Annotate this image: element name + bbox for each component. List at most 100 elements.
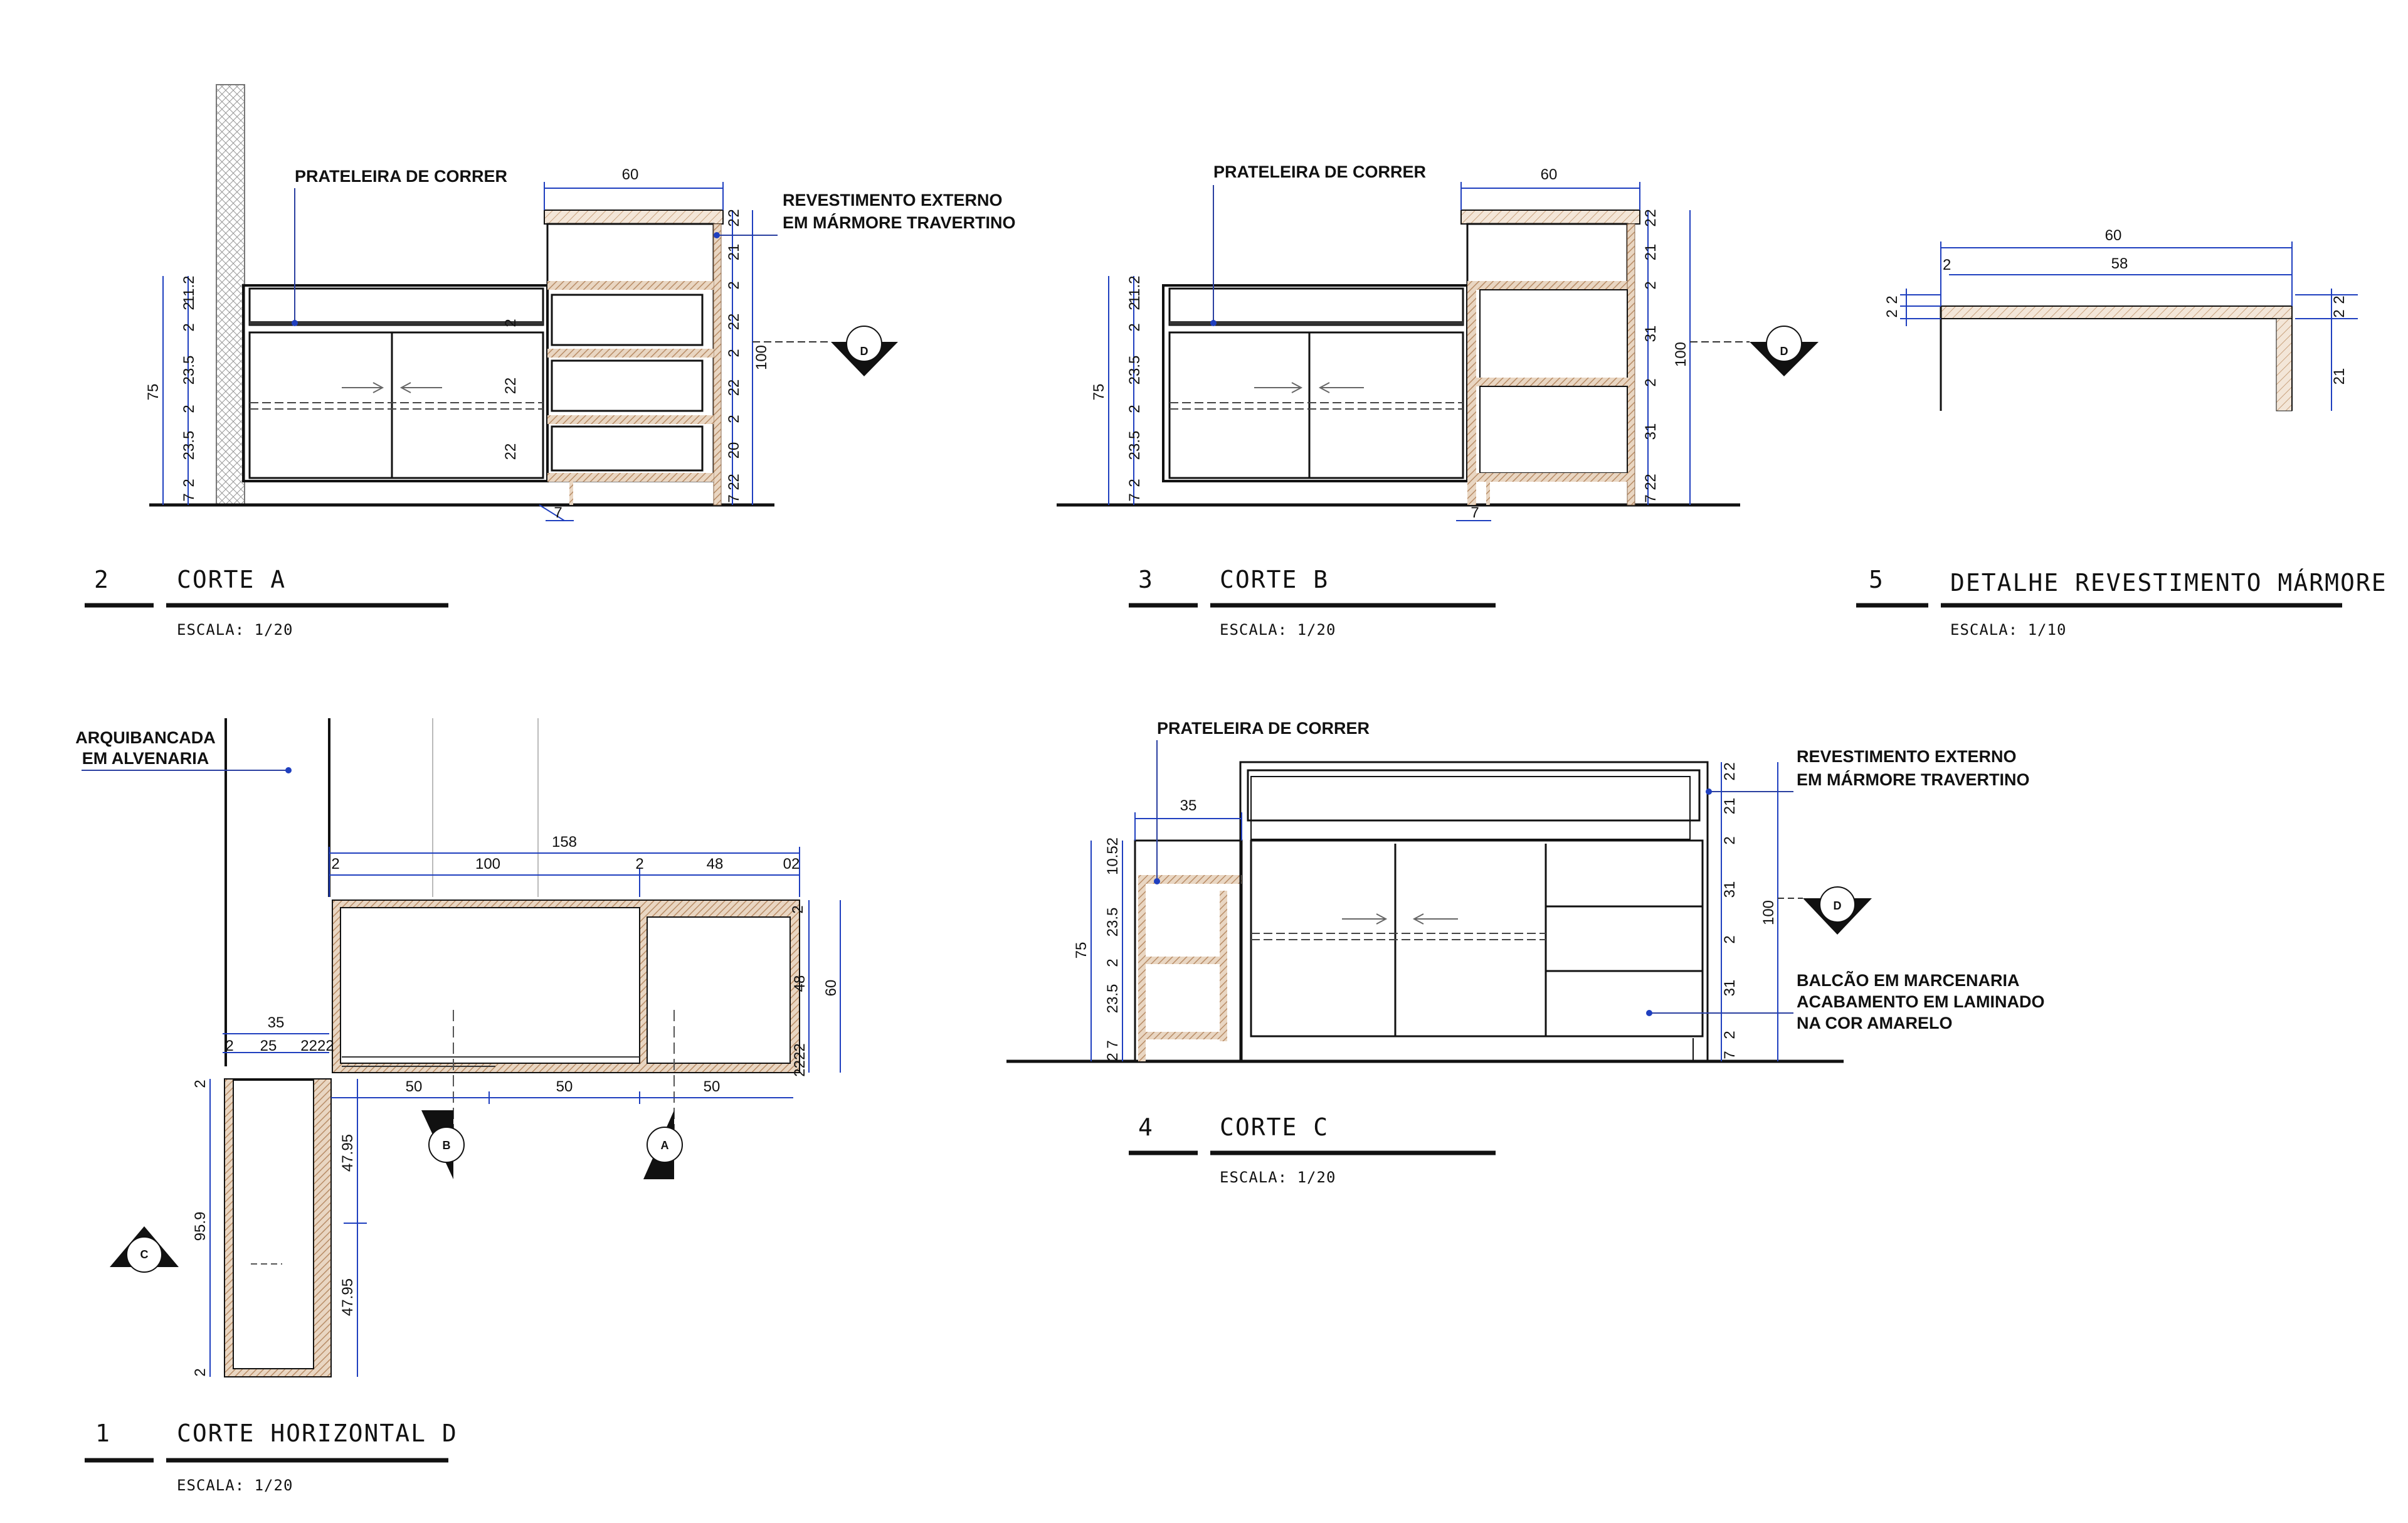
leader-dot-icon <box>1646 1010 1652 1016</box>
svg-text:2: 2 <box>726 209 742 217</box>
svg-text:50: 50 <box>406 1078 423 1095</box>
leader-dot-icon <box>1210 320 1217 326</box>
svg-text:50: 50 <box>704 1078 721 1095</box>
svg-text:2: 2 <box>1126 323 1143 331</box>
svg-text:2: 2 <box>181 405 198 413</box>
svg-text:21: 21 <box>726 244 742 261</box>
svg-text:31: 31 <box>1642 326 1659 342</box>
svg-text:D: D <box>1834 899 1842 912</box>
drawing-number: 4 <box>1138 1113 1153 1141</box>
dim-height-right: 100 <box>1672 342 1689 367</box>
svg-text:D: D <box>860 345 869 358</box>
svg-text:2: 2 <box>1721 772 1738 780</box>
dims-right-corte-c: 2 2 21 2 31 2 31 2 7 <box>1721 762 1738 1059</box>
dim-width-top: 60 <box>622 166 639 183</box>
svg-text:2: 2 <box>502 319 519 327</box>
drawing-scale: ESCALA: 1/20 <box>177 1477 293 1494</box>
svg-text:35: 35 <box>268 1014 285 1031</box>
drawing-number: 3 <box>1138 566 1153 593</box>
svg-text:2: 2 <box>1126 405 1143 413</box>
svg-text:21: 21 <box>2331 368 2348 385</box>
section-cut-marker-icon: D <box>1690 326 1819 376</box>
section-cut-marker-icon: D <box>1778 886 1872 935</box>
drawing-title: CORTE B <box>1220 566 1329 593</box>
svg-text:2: 2 <box>1721 1031 1738 1039</box>
svg-text:2222: 2222 <box>300 1037 334 1054</box>
svg-text:2: 2 <box>1642 482 1659 490</box>
dim-foot: 7 <box>1471 504 1479 521</box>
svg-text:23.5: 23.5 <box>1104 908 1121 937</box>
svg-text:20: 20 <box>726 442 742 459</box>
svg-text:2: 2 <box>2331 295 2348 304</box>
svg-text:22: 22 <box>502 378 519 395</box>
svg-text:2: 2 <box>1721 836 1738 844</box>
corte-c-drawing: PRATELEIRA DE CORRER REVESTIMENTO EXTERN… <box>1006 719 2044 1186</box>
svg-text:21: 21 <box>1721 798 1738 815</box>
dim-foot: 7 <box>554 504 562 521</box>
sliding-shelf <box>248 287 544 326</box>
svg-text:11.2: 11.2 <box>181 276 198 304</box>
leader-dot-icon <box>285 767 292 773</box>
svg-text:7: 7 <box>1104 1040 1121 1048</box>
dims-right-corte-a: 2 2 21 2 22 2 22 2 20 2 2 7 <box>726 209 742 502</box>
note-prateleira: PRATELEIRA DE CORRER <box>295 167 507 186</box>
svg-text:2: 2 <box>2331 309 2348 317</box>
svg-text:2: 2 <box>1126 302 1143 310</box>
svg-text:2: 2 <box>1126 479 1143 487</box>
masonry-wall <box>216 84 245 506</box>
note-revestimento-2: EM MÁRMORE TRAVERTINO <box>783 213 1016 232</box>
section-cut-marker-icon: D <box>752 326 898 376</box>
svg-text:2: 2 <box>331 856 339 873</box>
svg-text:7: 7 <box>1642 494 1659 502</box>
svg-text:11.2: 11.2 <box>1126 276 1143 304</box>
svg-text:2222: 2222 <box>791 1043 808 1076</box>
svg-text:2: 2 <box>1721 762 1738 770</box>
dim-width-top: 60 <box>1541 166 1558 183</box>
svg-text:2: 2 <box>1642 209 1659 217</box>
svg-text:50: 50 <box>556 1078 573 1095</box>
drawing-number: 1 <box>95 1420 110 1447</box>
svg-text:2: 2 <box>1721 935 1738 943</box>
svg-text:D: D <box>1780 345 1788 358</box>
drawing-title: CORTE A <box>177 566 286 593</box>
corte-a-drawing: PRATELEIRA DE CORRER REVESTIMENTO EXTERN… <box>85 84 1016 639</box>
dim-top: 35 <box>1180 797 1197 814</box>
note-revestimento-2: EM MÁRMORE TRAVERTINO <box>1797 770 2030 789</box>
svg-text:10.52: 10.52 <box>1104 837 1121 875</box>
detalhe-revestimento-drawing: 60 58 2 2 2 2 2 21 5 DETALHE REVESTIMENT… <box>1856 227 2386 639</box>
svg-text:21: 21 <box>1642 244 1659 261</box>
drawing-scale: ESCALA: 1/20 <box>1220 1169 1336 1186</box>
note-prateleira: PRATELEIRA DE CORRER <box>1157 719 1370 738</box>
note-arquibancada-1: ARQUIBANCADA <box>75 728 216 747</box>
svg-text:23.5: 23.5 <box>1126 356 1143 385</box>
svg-text:2: 2 <box>635 856 643 873</box>
dims-left-corte-a: 11.2 2 2 23.5 2 23.5 2 7 <box>181 276 198 502</box>
note-revestimento-1: REVESTIMENTO EXTERNO <box>783 191 1003 210</box>
svg-text:31: 31 <box>1721 881 1738 898</box>
svg-text:A: A <box>661 1139 669 1152</box>
dim-inner: 58 <box>2111 255 2128 272</box>
svg-text:2: 2 <box>1884 295 1901 304</box>
leader-dot-icon <box>1154 878 1160 884</box>
leader-dot-icon <box>1706 788 1712 795</box>
drawing-number: 2 <box>94 566 108 593</box>
dim-total: 158 <box>552 834 577 851</box>
svg-text:7: 7 <box>181 493 198 501</box>
svg-text:2: 2 <box>1642 281 1659 289</box>
drawing-title: CORTE HORIZONTAL D <box>177 1420 458 1447</box>
svg-text:2: 2 <box>1642 474 1659 482</box>
svg-text:22: 22 <box>502 443 519 460</box>
note-revestimento-1: REVESTIMENTO EXTERNO <box>1797 747 2017 766</box>
svg-text:2: 2 <box>726 415 742 423</box>
drawing-number: 5 <box>1869 566 1883 593</box>
section-cut-marker-icon: C <box>110 1226 179 1273</box>
svg-text:2: 2 <box>726 474 742 482</box>
svg-text:B: B <box>443 1139 451 1152</box>
svg-text:2: 2 <box>726 218 742 226</box>
dim-height-total: 75 <box>1073 942 1090 959</box>
drawing-scale: ESCALA: 1/20 <box>1220 621 1336 639</box>
svg-text:2: 2 <box>726 349 742 357</box>
corte-horizontal-d-drawing: ARQUIBANCADA EM ALVENARIA 158 2 100 2 48… <box>75 718 841 1494</box>
svg-text:31: 31 <box>1642 423 1659 440</box>
